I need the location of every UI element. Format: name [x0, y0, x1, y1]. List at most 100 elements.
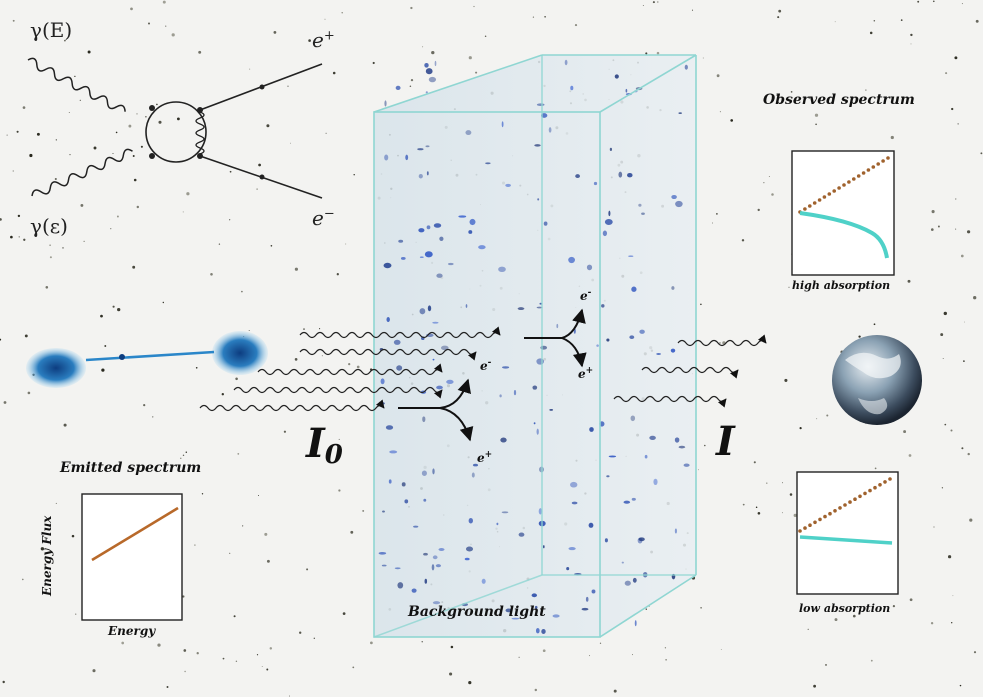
star — [237, 453, 240, 455]
intrinsic-spectrum-dot — [863, 491, 867, 496]
star — [950, 429, 953, 432]
background-galaxy — [439, 236, 444, 241]
star — [133, 178, 137, 182]
star — [266, 124, 270, 128]
background-galaxy — [396, 365, 403, 371]
background-galaxy — [671, 286, 675, 290]
star — [294, 267, 298, 271]
background-galaxy — [638, 203, 642, 207]
background-galaxy — [394, 567, 401, 570]
star — [955, 198, 957, 200]
star — [49, 256, 52, 259]
background-galaxy — [465, 304, 468, 308]
intrinsic-spectrum-dot — [817, 198, 822, 202]
star — [87, 50, 91, 54]
star — [162, 0, 166, 4]
star — [657, 1, 659, 3]
star — [180, 457, 182, 459]
star — [83, 240, 85, 242]
intrinsic-spectrum-dot — [832, 189, 836, 193]
background-galaxy — [500, 437, 507, 443]
star — [955, 228, 957, 230]
star — [813, 684, 816, 688]
star — [319, 328, 321, 330]
star — [130, 7, 133, 11]
background-galaxy — [427, 305, 432, 312]
intrinsic-spectrum-dot — [881, 159, 885, 163]
star — [781, 482, 784, 484]
star — [947, 555, 952, 559]
background-galaxy — [618, 171, 623, 178]
background-galaxy — [518, 532, 525, 537]
emitted-spectrum-title: Emitted spectrum — [60, 460, 202, 476]
background-galaxy — [428, 76, 437, 83]
background-galaxy — [446, 379, 454, 385]
star — [6, 134, 8, 136]
star — [652, 1, 655, 4]
background-galaxy — [382, 510, 385, 513]
background-galaxy — [604, 219, 613, 225]
star — [716, 213, 718, 215]
star — [484, 35, 487, 38]
star — [152, 416, 154, 418]
star — [826, 414, 829, 417]
star — [712, 222, 714, 224]
background-galaxy — [386, 316, 390, 323]
star — [757, 512, 761, 515]
star — [273, 31, 277, 34]
star — [874, 467, 877, 470]
star — [258, 495, 259, 496]
background-galaxy — [501, 511, 509, 514]
observed-spectrum-title: Observed spectrum — [763, 92, 915, 108]
star — [475, 71, 478, 74]
background-galaxy — [423, 498, 427, 502]
background-galaxy — [568, 547, 576, 551]
star — [24, 334, 28, 338]
observed-curve-low — [799, 535, 893, 545]
background-galaxy — [418, 173, 423, 179]
star — [814, 113, 819, 117]
star — [700, 606, 702, 609]
background-galaxy — [571, 501, 578, 505]
background-galaxy — [570, 85, 574, 91]
background-galaxy — [465, 130, 472, 136]
star — [27, 391, 31, 395]
pair-lower-electron-label: e- — [480, 358, 492, 373]
star — [421, 641, 423, 643]
star — [165, 25, 167, 27]
background-galaxy — [401, 482, 406, 487]
star — [788, 286, 790, 288]
internal-photon — [195, 111, 205, 155]
star — [336, 273, 339, 276]
background-galaxy — [604, 538, 608, 543]
earth — [832, 335, 922, 425]
star — [55, 502, 57, 504]
background-galaxy — [417, 148, 424, 151]
background-galaxy — [424, 62, 429, 68]
background-galaxy — [641, 212, 645, 215]
star — [940, 333, 944, 337]
star — [664, 647, 667, 649]
star — [156, 103, 158, 106]
intrinsic-spectrum-dot — [822, 195, 827, 199]
background-galaxy — [400, 256, 406, 260]
star — [49, 244, 51, 247]
star — [793, 513, 797, 518]
background-galaxy — [670, 348, 676, 353]
star — [92, 669, 96, 673]
star — [518, 656, 520, 658]
background-galaxy — [440, 345, 449, 351]
intrinsic-spectrum-dot — [878, 483, 882, 487]
star — [261, 666, 263, 668]
background-galaxy — [425, 68, 433, 75]
star — [468, 681, 472, 685]
star — [128, 124, 132, 128]
star — [198, 50, 202, 54]
star — [816, 418, 818, 420]
background-galaxy — [564, 59, 568, 66]
background-galaxy — [393, 339, 401, 345]
star — [196, 652, 199, 655]
background-galaxy — [656, 353, 661, 355]
intrinsic-spectrum-dot — [837, 186, 841, 190]
star — [162, 301, 164, 304]
